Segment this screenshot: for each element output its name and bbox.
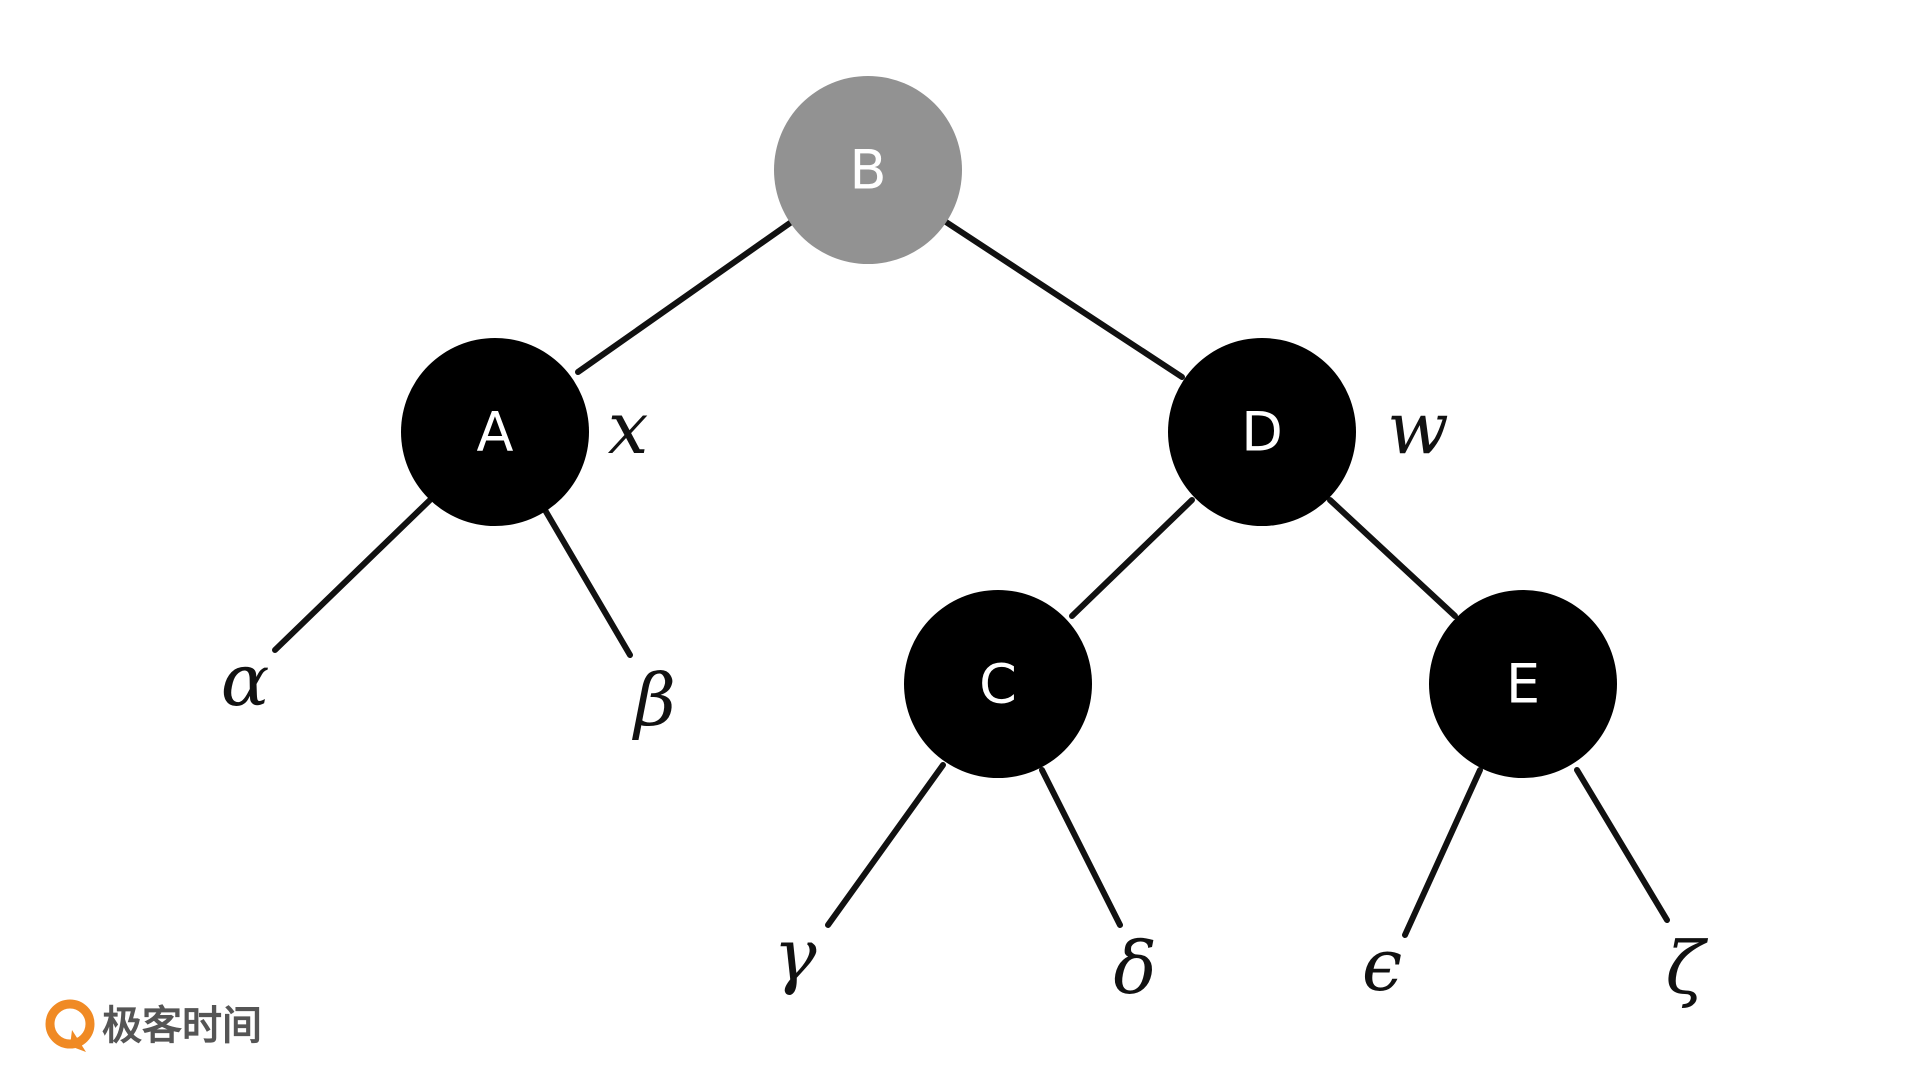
logo-text: 极客时间 bbox=[102, 1003, 262, 1049]
edge-d-c bbox=[1069, 497, 1195, 619]
node-e-circle bbox=[1429, 590, 1617, 778]
leaf-beta: β bbox=[631, 658, 676, 742]
edge-b-a bbox=[575, 220, 793, 375]
node-c: C bbox=[904, 590, 1092, 778]
node-a-circle bbox=[401, 338, 589, 526]
node-c-label: C bbox=[979, 653, 1017, 716]
edge-e-zeta bbox=[1574, 767, 1670, 923]
leaf-epsilon: ϵ bbox=[1362, 923, 1402, 1007]
logo: 极客时间 bbox=[45, 999, 262, 1052]
node-c-circle bbox=[904, 590, 1092, 778]
edge-c-gamma bbox=[825, 762, 946, 928]
annotation-x: x bbox=[608, 386, 649, 470]
node-d: D bbox=[1168, 338, 1356, 526]
edge-b-d bbox=[943, 219, 1185, 380]
node-a-label: A bbox=[477, 401, 514, 464]
geektime-logo-icon bbox=[45, 999, 95, 1052]
leaf-alpha: α bbox=[221, 638, 270, 722]
node-e: E bbox=[1429, 590, 1617, 778]
node-e-label: E bbox=[1506, 653, 1540, 716]
edges bbox=[272, 219, 1670, 938]
leaf-gamma: γ bbox=[773, 913, 817, 997]
node-b: B bbox=[774, 76, 962, 264]
leaf-delta: δ bbox=[1113, 926, 1156, 1010]
node-d-circle bbox=[1168, 338, 1356, 526]
node-b-label: B bbox=[849, 139, 886, 202]
edge-a-beta bbox=[542, 507, 633, 658]
edge-e-epsilon bbox=[1402, 767, 1483, 938]
edge-a-alpha bbox=[272, 497, 433, 653]
edge-d-e bbox=[1327, 497, 1458, 619]
node-d-label: D bbox=[1241, 401, 1283, 464]
annotation-w: w bbox=[1387, 386, 1449, 470]
edge-c-delta bbox=[1039, 767, 1123, 928]
leaf-zeta: ζ bbox=[1665, 926, 1708, 1010]
node-b-circle bbox=[774, 76, 962, 264]
node-a: A bbox=[401, 338, 589, 526]
